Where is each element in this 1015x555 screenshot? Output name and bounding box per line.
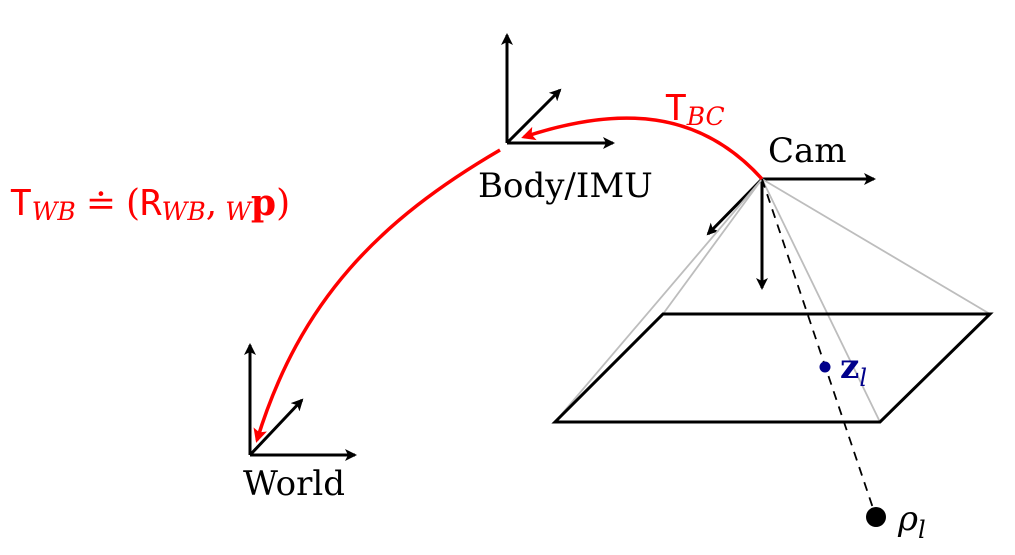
- body-axis-diagonal: [505, 88, 562, 145]
- image-plane: [551, 312, 994, 424]
- measurement: zl: [819, 347, 867, 392]
- measurement-label: zl: [840, 347, 867, 392]
- frustum-edge: [761, 178, 881, 423]
- t-wb-symbol: T: [10, 183, 32, 224]
- t-wb-rot-symbol: R: [140, 183, 162, 224]
- t-bc-symbol: T: [665, 88, 687, 129]
- frustum-edge: [554, 178, 763, 423]
- t-wb-close-paren: ): [276, 183, 290, 224]
- t-wb-separator: ,: [206, 183, 217, 224]
- t-wb-pos-symbol: p: [251, 182, 276, 224]
- frustum-edge: [761, 178, 991, 315]
- cam-axis-diagonal: [706, 177, 764, 236]
- world-label: World: [243, 464, 345, 504]
- camera-frame: Cam: [706, 131, 876, 290]
- landmark: ρl: [866, 499, 926, 544]
- projection-ray: [761, 178, 877, 518]
- t-wb-arc: [253, 148, 501, 443]
- world-frame: World: [243, 343, 357, 504]
- cam-label: Cam: [768, 131, 847, 171]
- landmark-symbol: ρ: [897, 499, 918, 539]
- world-axis-diagonal: [248, 398, 304, 457]
- t-bc-label: TBC: [665, 88, 725, 131]
- body-frame: Body/IMU: [478, 33, 653, 206]
- t-wb-label: TWB≐(RWB,Wp): [10, 182, 290, 226]
- frustum-edge: [662, 178, 763, 315]
- t-wb-rot-subscript: WB: [162, 197, 206, 226]
- t-wb-open-paren: (: [126, 183, 140, 224]
- measurement-symbol: z: [840, 347, 859, 387]
- body-label: Body/IMU: [478, 166, 653, 206]
- t-bc-subscript: BC: [686, 102, 725, 131]
- t-bc-arc: [521, 116, 764, 181]
- measurement-point: [819, 361, 831, 373]
- t-wb-subscript: WB: [32, 197, 76, 226]
- t-wb-relation: ≐: [86, 183, 116, 224]
- t-wb-pos-prefix: W: [225, 197, 253, 226]
- landmark-subscript: l: [918, 516, 926, 544]
- landmark-point: [866, 507, 886, 527]
- camera-frustum: [551, 178, 994, 424]
- landmark-label: ρl: [897, 499, 926, 544]
- measurement-subscript: l: [859, 364, 867, 392]
